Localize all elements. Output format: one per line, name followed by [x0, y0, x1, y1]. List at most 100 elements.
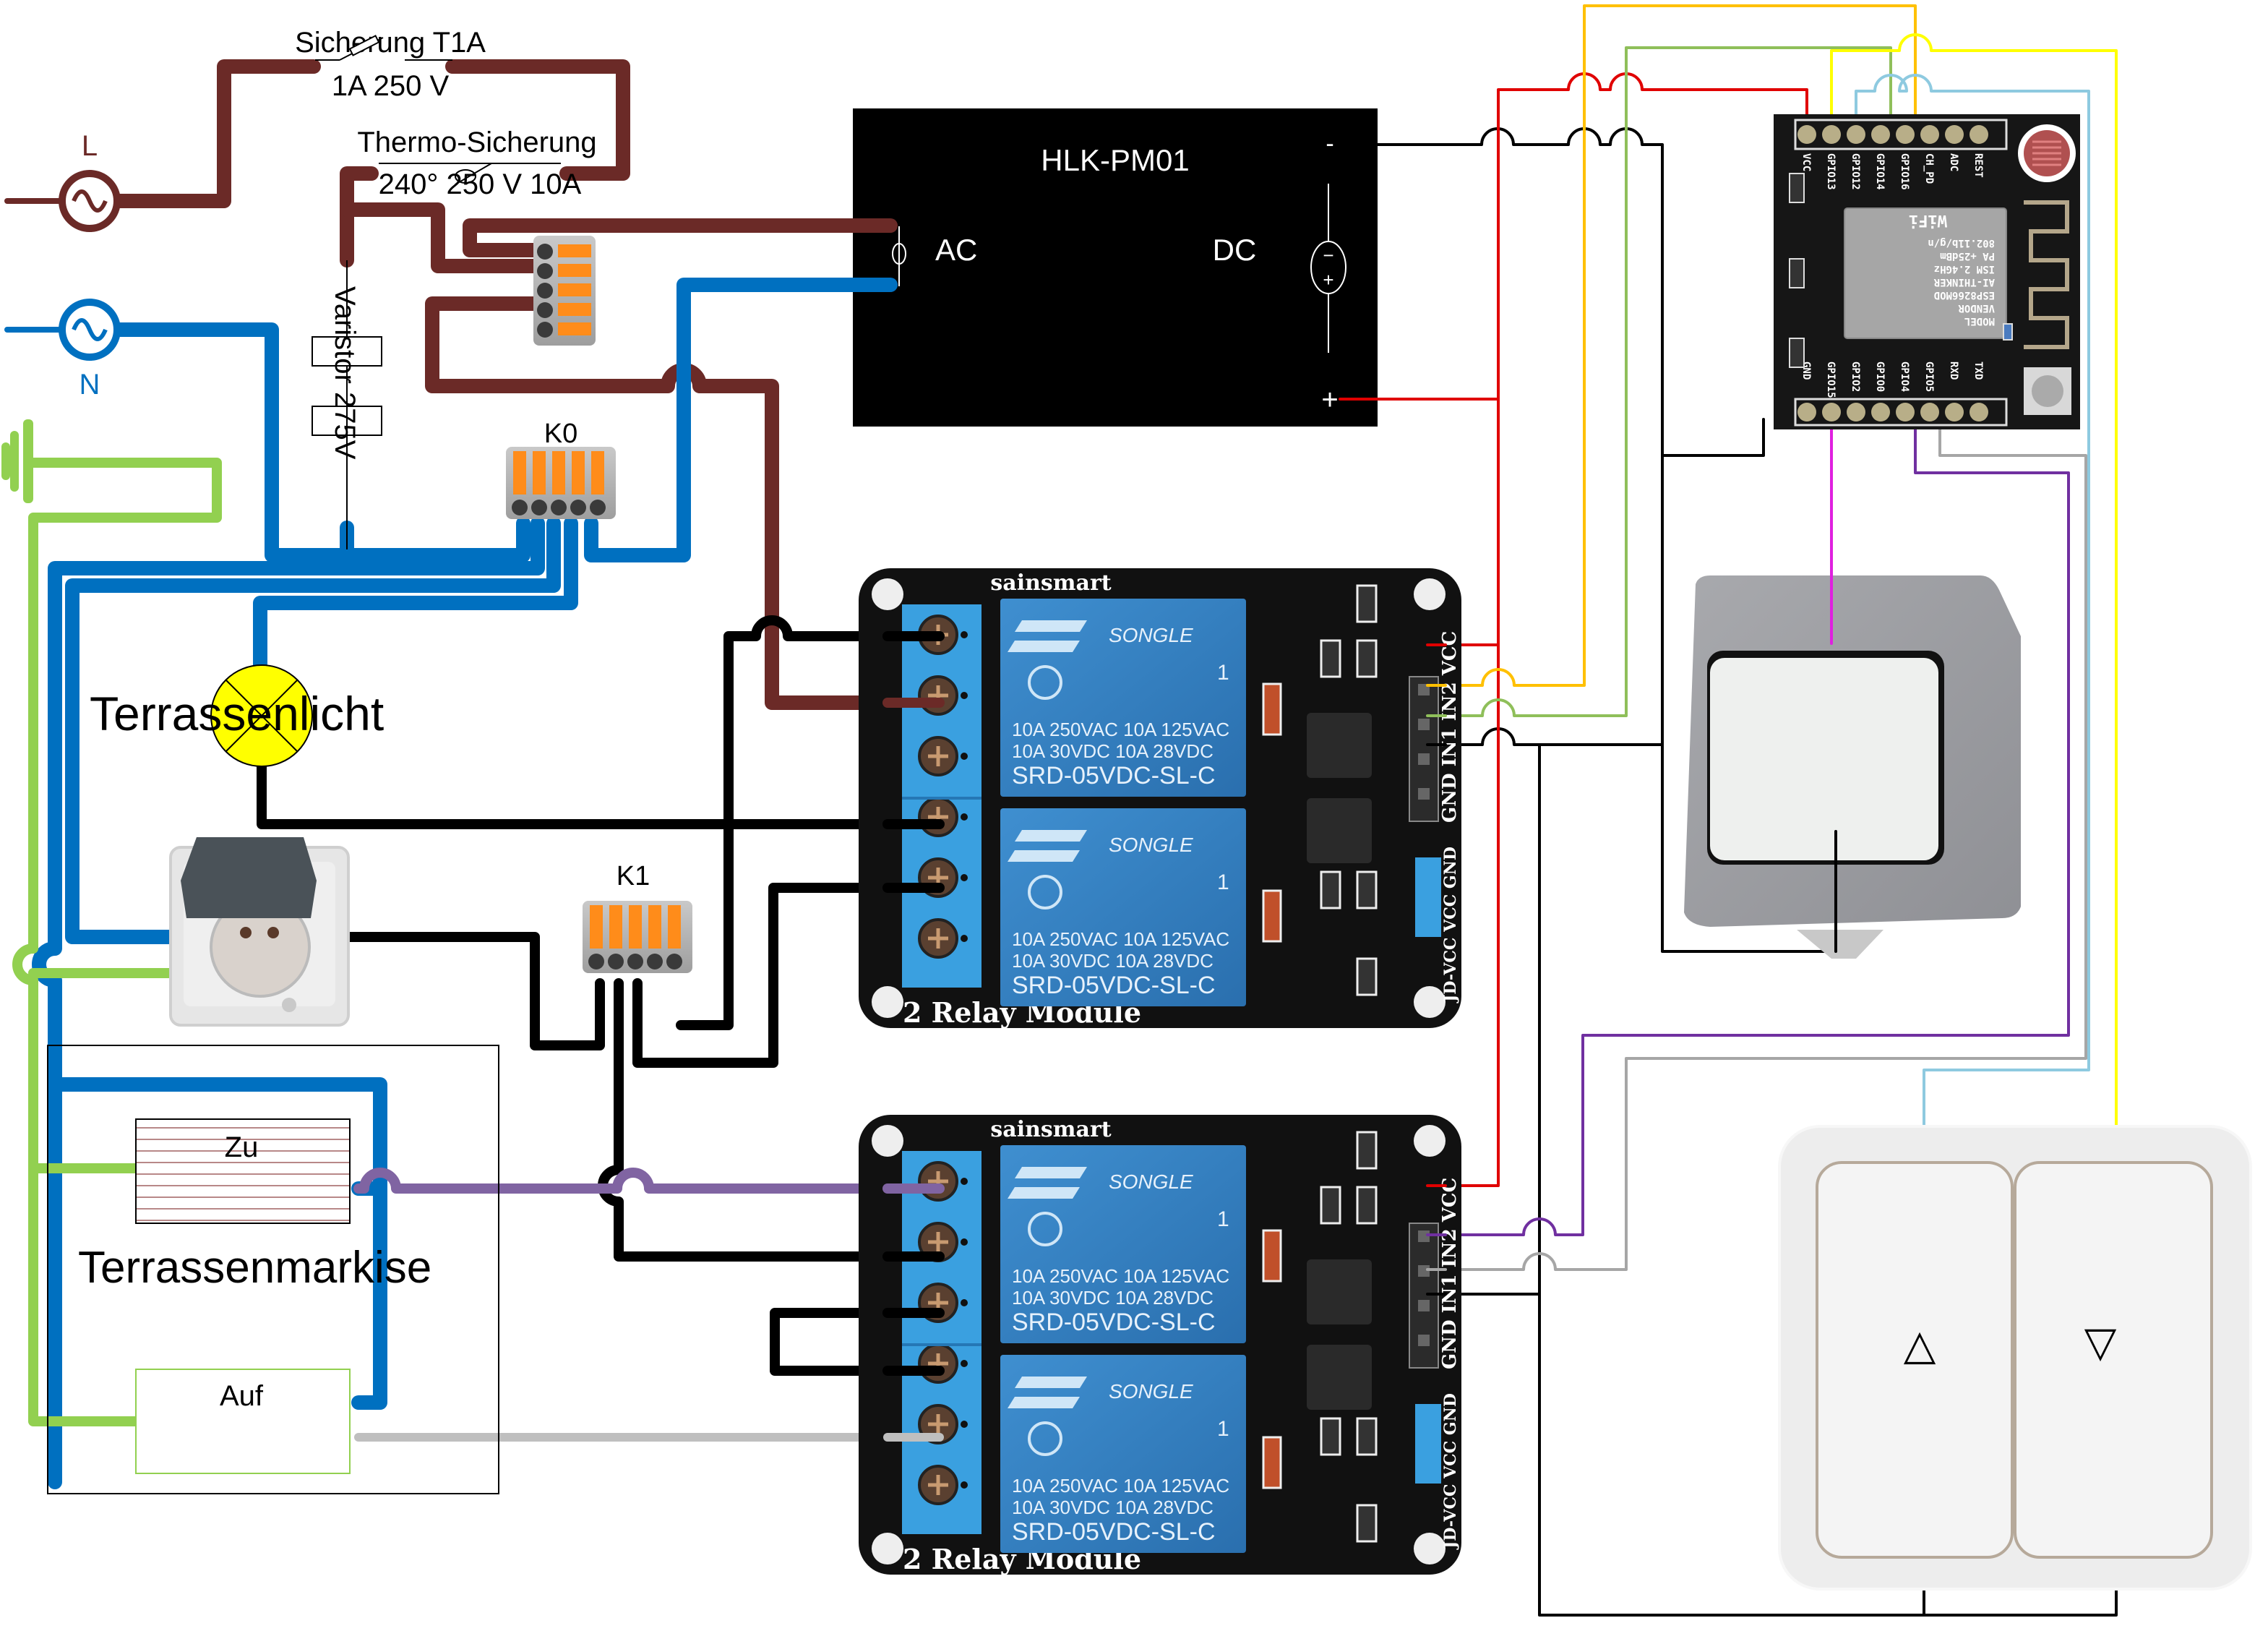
mounting-hole-icon: [872, 578, 903, 610]
esp-pin-label: ADC: [1948, 153, 1959, 171]
header-pin[interactable]: [1418, 1265, 1430, 1277]
esp-pin-gpio16[interactable]: [1896, 125, 1915, 144]
connector-lever[interactable]: [533, 451, 546, 495]
esp-pin-ch_pd[interactable]: [1920, 125, 1939, 144]
esp-pin-gpio4[interactable]: [1896, 403, 1915, 421]
esp-pin-gpio12[interactable]: [1847, 125, 1865, 144]
connector-lever[interactable]: [609, 905, 622, 949]
esp-pin-label: GPIO2: [1850, 361, 1861, 392]
ac-input-icon: [892, 243, 906, 265]
esp-pin-rest[interactable]: [1970, 125, 1988, 144]
cqc-logo-icon: [1028, 875, 1062, 909]
light-switch-rocker[interactable]: [1710, 658, 1938, 860]
connector-lever[interactable]: [558, 283, 591, 296]
connectors-layer: [506, 236, 692, 973]
wire-fuse-to-thermal: [445, 59, 630, 181]
connector-lever[interactable]: [648, 905, 661, 949]
cqc-logo-icon: [1028, 1212, 1062, 1246]
wire-l-to-psu: [463, 218, 898, 257]
connector-lever[interactable]: [572, 451, 585, 495]
relay-brand: SONGLE: [1109, 624, 1193, 646]
connector-slot: [570, 500, 586, 515]
mounting-hole-icon: [1414, 1533, 1446, 1564]
line-source: L: [59, 130, 121, 232]
header-pin[interactable]: [1418, 684, 1430, 695]
relay-header-label: GND IN1 IN2 VCC: [1439, 1178, 1461, 1369]
jd-vcc-jumper[interactable]: [1415, 1404, 1441, 1484]
esp-shield-text: ESP8266MOD: [1934, 289, 1995, 301]
wire-lamp-return: [257, 761, 734, 829]
relay-index: 1: [1217, 870, 1229, 894]
awning-close-label: Zu: [225, 1131, 259, 1163]
esp-pin-gpio5[interactable]: [1920, 403, 1939, 421]
connector-lever[interactable]: [552, 451, 565, 495]
esp-pin-vcc[interactable]: [1797, 125, 1816, 144]
esp-pin-gpio2[interactable]: [1847, 403, 1865, 421]
connector-lever[interactable]: [591, 451, 604, 495]
line-label: L: [82, 130, 98, 162]
relay-model: SRD-05VDC-SL-C: [1012, 1309, 1216, 1336]
header-pin[interactable]: [1418, 788, 1430, 800]
relay-index: 1: [1217, 1207, 1229, 1231]
header-pin[interactable]: [1418, 1230, 1430, 1242]
main-fuse-rating: 1A 250 V: [332, 70, 450, 102]
connector-lever[interactable]: [558, 303, 591, 316]
connector-lever[interactable]: [668, 905, 681, 949]
terminal-dot: [961, 874, 968, 881]
connector-lever[interactable]: [558, 244, 591, 257]
mounting-hole-icon: [872, 1533, 903, 1564]
connector-slot: [666, 954, 682, 969]
esp-pin-gpio13[interactable]: [1822, 125, 1841, 144]
header-pin[interactable]: [1418, 753, 1430, 765]
socket-lid: [181, 837, 317, 918]
wire-gpio13-blind-down: [1830, 33, 2118, 1144]
connector-slot: [537, 244, 553, 260]
jd-vcc-jumper[interactable]: [1415, 857, 1441, 937]
smd-component: [1356, 1186, 1378, 1225]
smd-component: [1356, 639, 1378, 678]
varistor-label: Varistor 275V: [329, 286, 361, 460]
wire-gpio5-relay2-in1: [1444, 418, 2087, 1271]
esp-pin-label: GPIO5: [1923, 361, 1935, 392]
header-pin[interactable]: [1418, 1300, 1430, 1311]
header-pin[interactable]: [1418, 719, 1430, 730]
connector-lever[interactable]: [629, 905, 642, 949]
connector-slot: [512, 500, 528, 515]
esp-pin-gnd[interactable]: [1797, 403, 1816, 421]
esp-pin-gpio15[interactable]: [1822, 403, 1841, 421]
smd-component: [1320, 1417, 1341, 1456]
wire-k0-to-psu: [584, 278, 898, 562]
wire-awning-close: [353, 1168, 952, 1194]
esp-pin-adc[interactable]: [1945, 125, 1964, 144]
optocoupler: [1307, 798, 1372, 863]
mounting-hole-icon: [1414, 578, 1446, 610]
connector-lever[interactable]: [590, 905, 603, 949]
header-pin[interactable]: [1418, 1335, 1430, 1346]
connector-lever[interactable]: [558, 264, 591, 277]
esp-pin-txd[interactable]: [1970, 403, 1988, 421]
connector-slot: [531, 500, 547, 515]
awning-box: Zu Auf Terrassenmarkise: [47, 1045, 499, 1494]
connector-lever[interactable]: [513, 451, 526, 495]
esp-pin-label: GPIO15: [1825, 361, 1837, 398]
connector-slot: [537, 302, 553, 318]
wire-dc-gnd: [1376, 127, 1765, 457]
connector-lever[interactable]: [558, 322, 591, 335]
terminal-dot: [961, 692, 968, 699]
relay-rating-dc: 10A 30VDC 10A 28VDC: [1012, 1497, 1214, 1518]
mounting-hole-icon: [872, 986, 903, 1018]
esp-shield-text: 802.11b/g/n: [1928, 237, 1995, 249]
smd-component: [1356, 1417, 1378, 1456]
esp-pin-gpio14[interactable]: [1871, 125, 1890, 144]
wires-layer: [4, 4, 2118, 1617]
blind-switch-down-button[interactable]: [2014, 1161, 2213, 1559]
esp-pin-gpio0[interactable]: [1871, 403, 1890, 421]
blind-switch-up-button[interactable]: [1816, 1161, 2014, 1559]
esp-pin-rxd[interactable]: [1945, 403, 1964, 421]
